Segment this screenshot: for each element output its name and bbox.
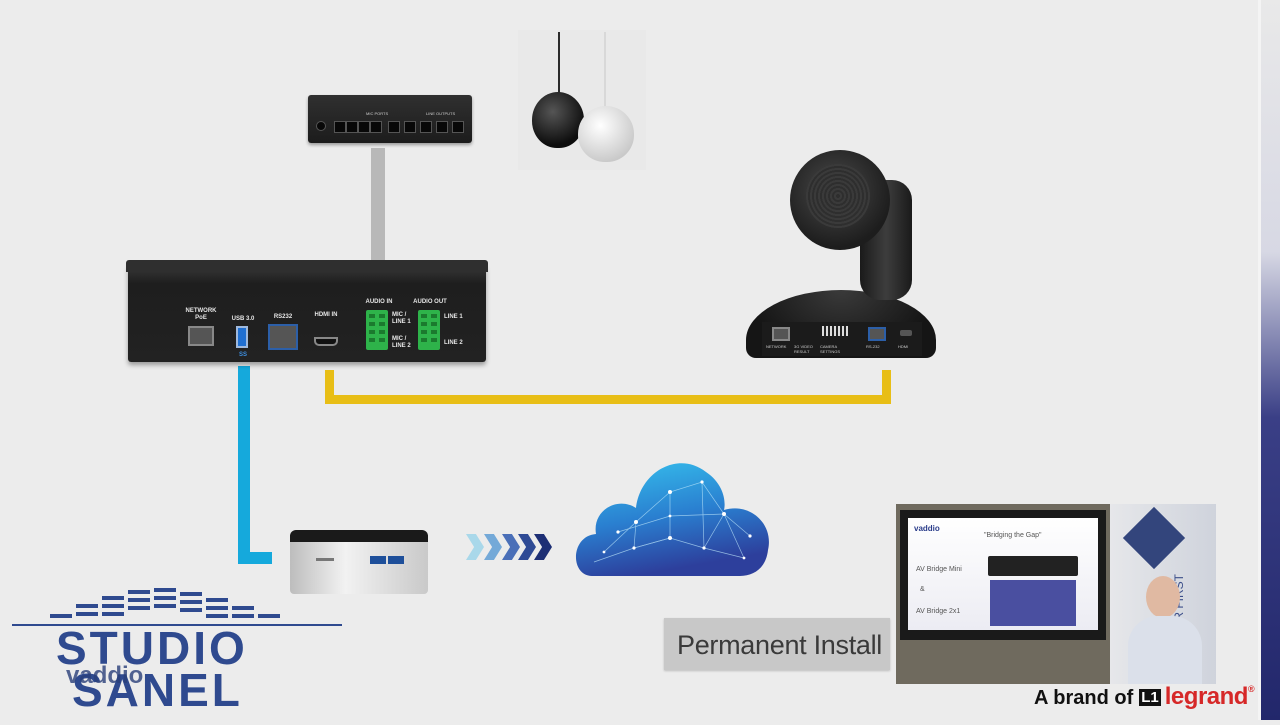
camera-dip-switches <box>822 326 848 336</box>
chevron-arrow-icon <box>534 534 552 560</box>
mixer-line-outputs-label: LINE OUTPUTS <box>426 111 456 116</box>
presentation-slide: vaddio "Bridging the Gap" AV Bridge Mini… <box>908 518 1098 630</box>
mixer-mic-ports-label: MIC PORTS <box>366 111 389 116</box>
slide-logo: vaddio <box>914 524 940 533</box>
caption-text: Permanent Install <box>677 630 883 660</box>
camera-network-port <box>772 327 790 341</box>
audio-out-terminal <box>418 310 440 350</box>
bridge-hdmi-label: HDMI IN <box>314 312 338 318</box>
right-edge-stripe <box>1258 0 1280 720</box>
studio-sanel-logo: STUDIO SANEL vaddio <box>12 580 352 720</box>
presenter-person <box>1128 576 1202 684</box>
usb-port <box>236 326 248 348</box>
mixer-port <box>388 121 400 133</box>
brand-prefix: A brand of <box>1034 687 1134 709</box>
usb-cable-vertical <box>238 366 250 564</box>
wall-logo-icon <box>1122 506 1186 570</box>
logo-line-2: SANEL <box>72 664 243 716</box>
mixer-port <box>436 121 448 133</box>
rs232-port <box>268 324 298 350</box>
mini-pc-usb-port <box>370 556 386 564</box>
usb-ss-logo: SS <box>238 352 247 358</box>
mixer-port <box>404 121 416 133</box>
camera-rs232-port <box>868 327 886 341</box>
presenter-video: MER FIRST vaddio "Bridging the Gap" AV B… <box>896 504 1216 684</box>
audio-in-terminal <box>366 310 388 350</box>
slide-item-3: AV Bridge 2x1 <box>916 608 961 615</box>
bridge-mic-line1-label: MIC / LINE 1 <box>392 312 411 325</box>
camera-video-label: 3G VIDEO RESULT <box>794 344 813 354</box>
usb-cable-horizontal <box>238 552 272 564</box>
logo-overlay-text: vaddio <box>66 662 144 689</box>
mixer-port <box>420 121 432 133</box>
mini-pc-usb-port <box>388 556 404 564</box>
slide-item-1: AV Bridge Mini <box>916 566 962 573</box>
mixer-port <box>346 121 358 133</box>
bridge-audio-in-label: AUDIO IN <box>365 299 393 305</box>
audio-mixer-device: MIC PORTS LINE OUTPUTS <box>308 95 472 143</box>
chevron-arrow-icon <box>502 534 520 560</box>
black-microphone <box>532 92 584 148</box>
logo-line-1: STUDIO <box>56 622 248 674</box>
mixer-port <box>334 121 346 133</box>
mixer-port <box>370 121 382 133</box>
slide-item-2: & <box>920 586 925 593</box>
bridge-top-edge <box>126 260 488 272</box>
bridge-mic-line2-label: MIC / LINE 2 <box>392 336 411 349</box>
ptz-camera: NETWORK 3G VIDEO RESULT CAMERA SETTINGS … <box>740 150 940 360</box>
mini-pc <box>290 530 430 596</box>
logo-bars-graphic <box>12 588 342 626</box>
av-bridge-device: NETWORK PoE USB 3.0 SS RS232 HDMI IN AUD… <box>126 260 488 362</box>
network-port <box>188 326 214 346</box>
chevron-arrow-icon <box>484 534 502 560</box>
mic-wire <box>604 32 606 110</box>
hdmi-cable <box>325 370 891 404</box>
white-microphone <box>578 106 634 162</box>
mini-pc-body <box>290 542 428 594</box>
camera-head <box>790 150 890 250</box>
chevron-arrow-icon <box>466 534 484 560</box>
camera-rs232-label: RS-232 <box>866 344 880 349</box>
mic-wire <box>558 32 560 98</box>
camera-hdmi-label: HDMI <box>898 344 909 349</box>
presenter-shirt <box>1128 616 1202 684</box>
bridge-line1-label: LINE 1 <box>444 314 463 320</box>
camera-hdmi-port <box>900 330 912 336</box>
bridge-rs232-label: RS232 <box>273 314 293 320</box>
mixer-power-port <box>316 121 326 131</box>
bridge-network-label: NETWORK PoE <box>185 308 217 321</box>
camera-settings-label: CAMERA SETTINGS <box>820 344 841 354</box>
slide-device-image <box>988 556 1078 576</box>
presenter-head <box>1146 576 1180 618</box>
chevron-arrow-icon <box>518 534 536 560</box>
presenter-screen: vaddio "Bridging the Gap" AV Bridge Mini… <box>900 510 1106 640</box>
cloud-icon <box>574 452 772 580</box>
bridge-audio-out-label: AUDIO OUT <box>413 299 447 305</box>
bridge-usb-label: USB 3.0 <box>231 316 255 322</box>
legrand-logo: legrand <box>1164 683 1249 710</box>
camera-network-label: NETWORK <box>766 344 787 349</box>
camera-port-panel: NETWORK 3G VIDEO RESULT CAMERA SETTINGS … <box>762 322 922 356</box>
cloud-svg <box>575 463 769 576</box>
mixer-port <box>452 121 464 133</box>
slide-title: "Bridging the Gap" <box>984 532 1042 539</box>
caption-box: Permanent Install <box>664 618 890 670</box>
hdmi-port <box>314 337 338 346</box>
mixer-port <box>358 121 370 133</box>
registered-mark: ® <box>1247 684 1255 694</box>
bridge-line2-label: LINE 2 <box>444 340 463 346</box>
mini-pc-top <box>290 530 428 544</box>
mini-pc-card-slot <box>316 558 334 561</box>
ceiling-microphones <box>518 30 646 170</box>
slide-photo <box>990 580 1076 626</box>
legrand-mark-icon: L1 <box>1139 689 1161 706</box>
